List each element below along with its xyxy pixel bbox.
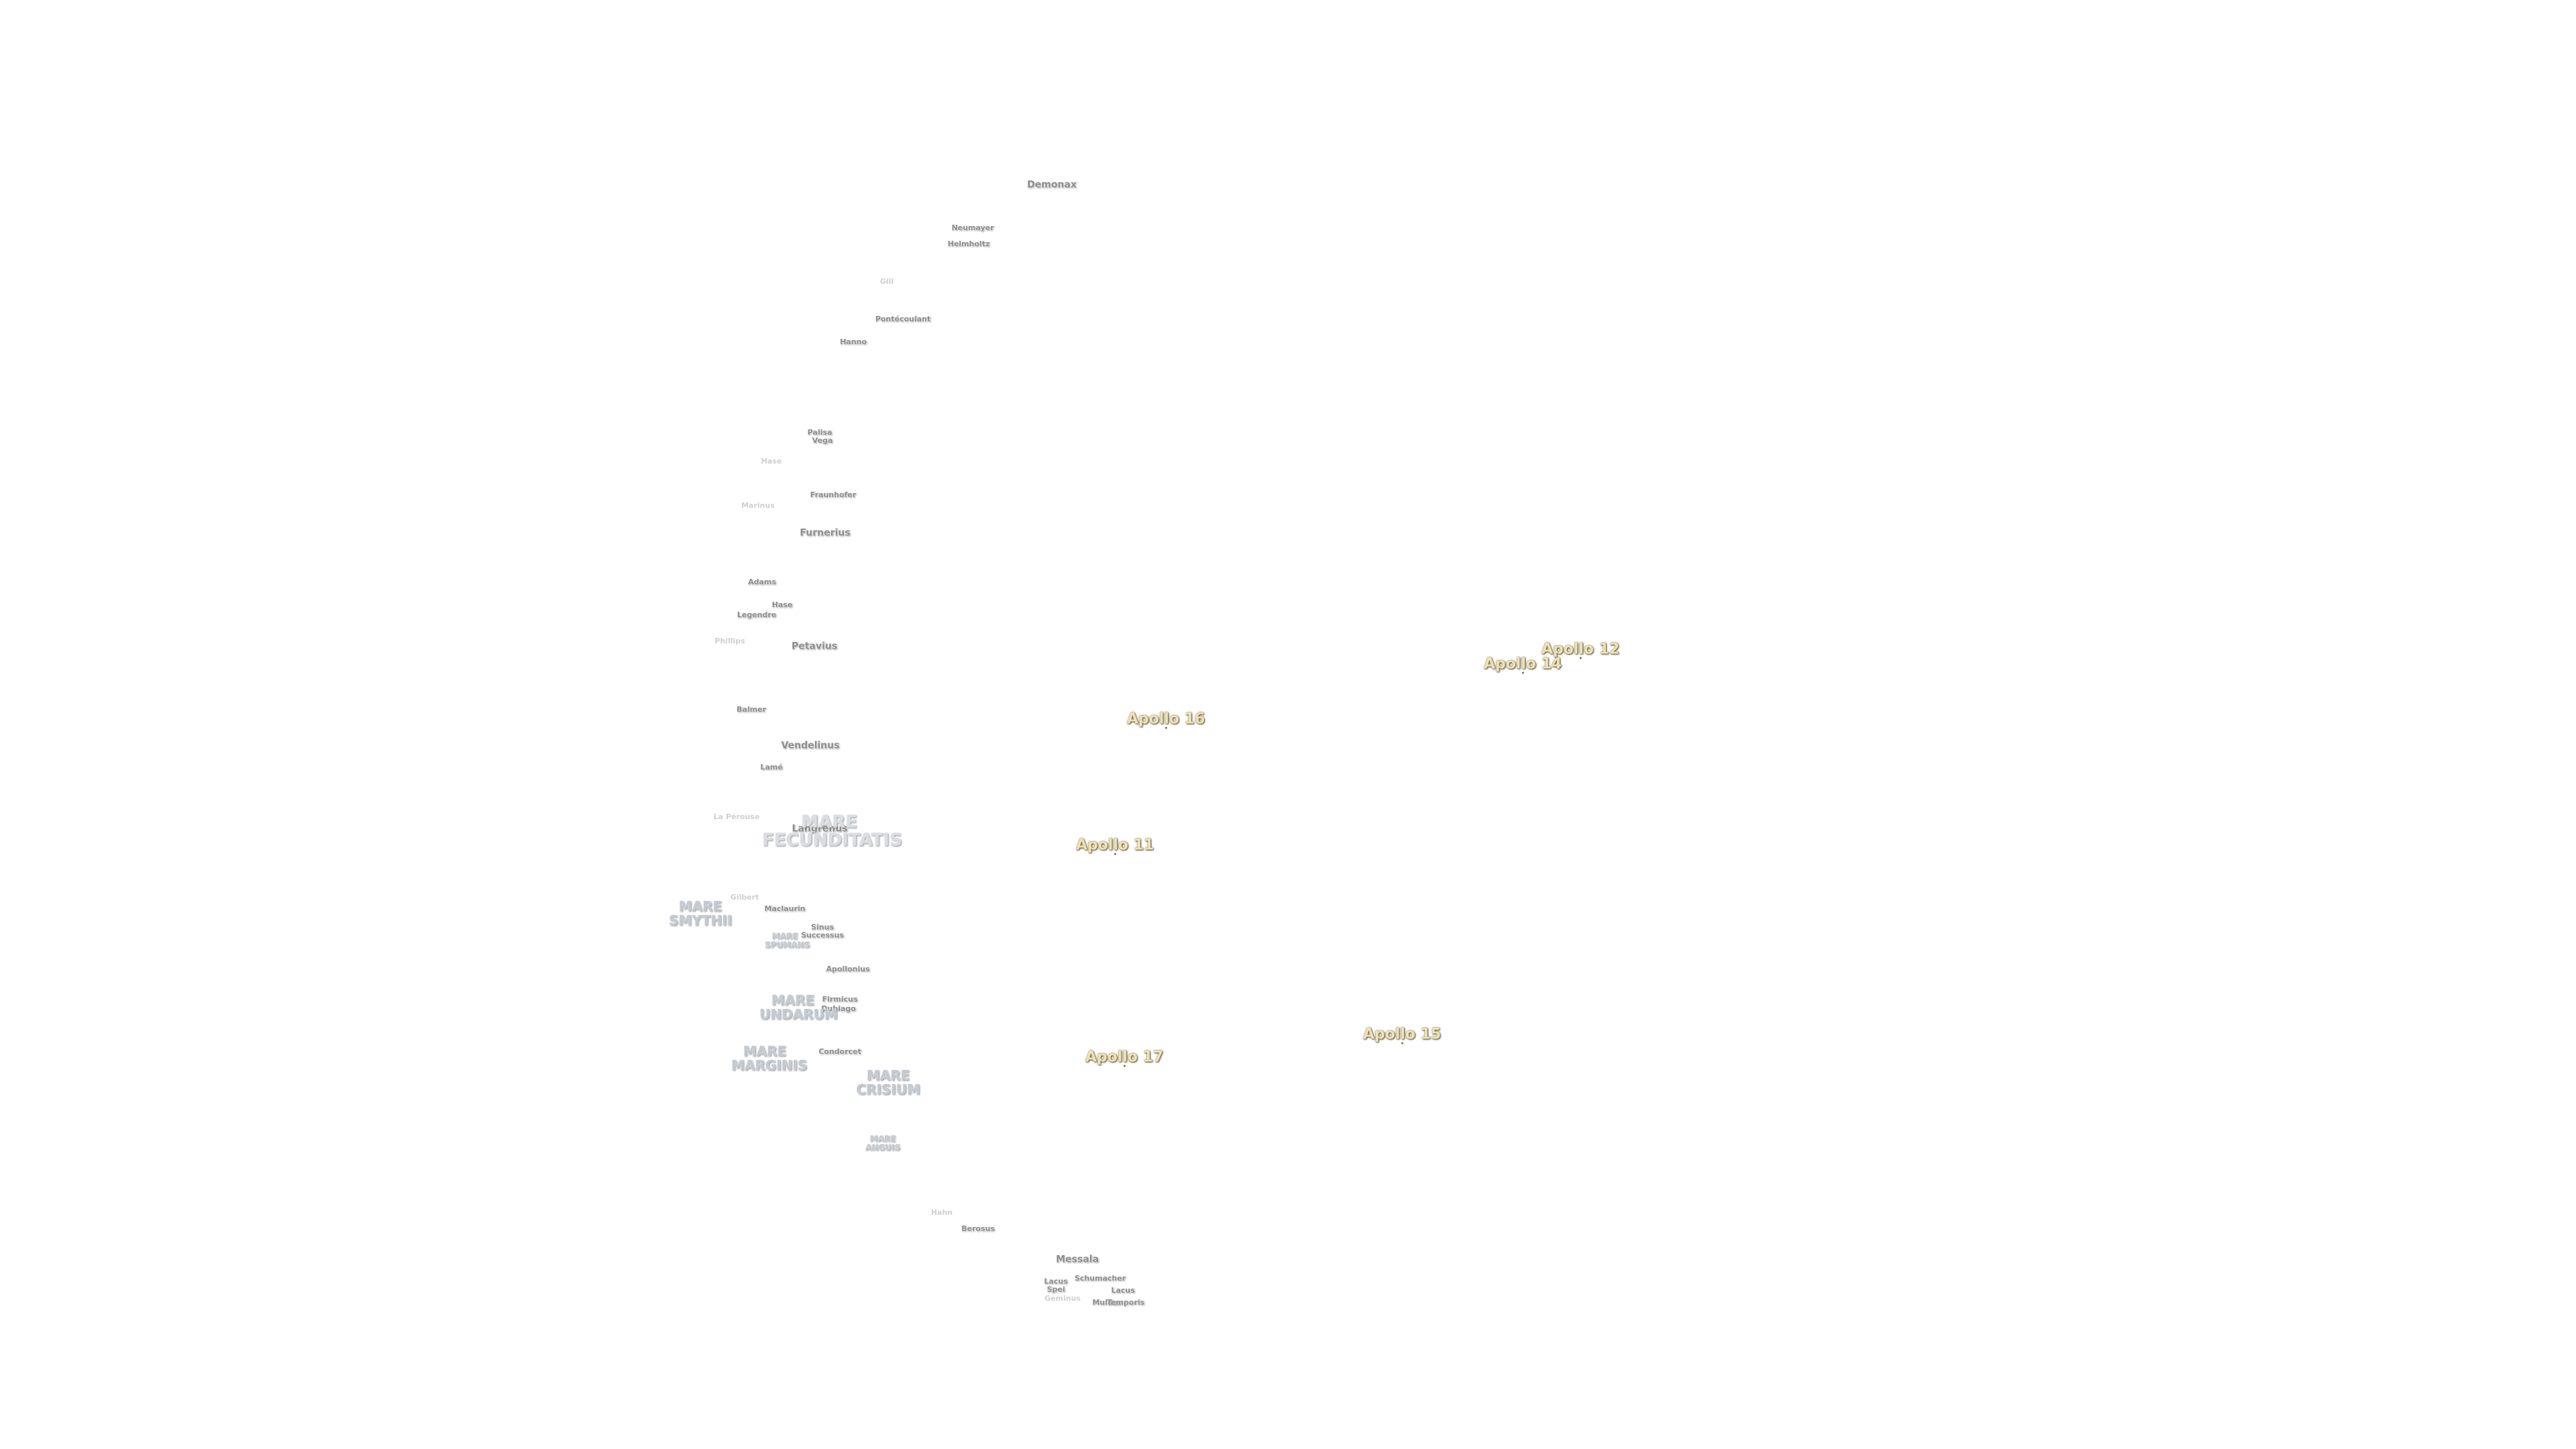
crater-label: Neumayer <box>951 223 994 233</box>
crater-label: Gill <box>879 277 894 286</box>
crater-label: Schumacher <box>1074 1274 1126 1283</box>
crater-label: Firmicus <box>822 995 858 1004</box>
crater-label: Mulder <box>1092 1298 1122 1307</box>
crater-label: Hase <box>761 457 782 466</box>
crater-label: Apollonius <box>826 965 870 974</box>
crater-label: Legendre <box>737 610 777 620</box>
crater-label: Temporis <box>1106 1298 1145 1307</box>
crater-label: Hase <box>771 600 793 610</box>
crater-label: Vendelinus <box>781 740 840 751</box>
crater-label: Fraunhofer <box>810 490 857 500</box>
crater-label: Geminus <box>1044 1294 1081 1303</box>
mare-label: MARE MARGINIS <box>731 1043 808 1073</box>
crater-label: La Pérouse <box>713 812 760 822</box>
crater-label: Lacus <box>1111 1286 1135 1295</box>
crater-label: Dubiago <box>821 1004 856 1014</box>
crater-label: Hahn <box>930 1208 953 1218</box>
crater-label: Lamé <box>760 763 783 772</box>
crater-label: Berosus <box>961 1224 995 1234</box>
crater-label: Marinus <box>741 501 775 511</box>
crater-label: Balmer <box>737 705 766 714</box>
apollo-site-label[interactable]: Apollo 14 <box>1483 655 1562 674</box>
crater-label: Vega <box>812 436 833 445</box>
crater-label: Demonax <box>1027 179 1077 191</box>
crater-label: Furnerius <box>800 527 851 539</box>
mare-label: MARE SPUMANS <box>765 931 810 949</box>
crater-label: Messala <box>1056 1254 1099 1265</box>
crater-label: Palisa <box>807 428 833 437</box>
mare-label: MARE ANGUIS <box>865 1134 901 1152</box>
crater-label: Pontécoulant <box>875 315 931 324</box>
mare-label: MARE CRISIUM <box>856 1067 920 1097</box>
crater-label: Helmholtz <box>947 239 990 249</box>
mare-label: MARE SMYTHII <box>668 898 733 928</box>
crater-label: Petavius <box>791 641 838 652</box>
apollo-site-label[interactable]: Apollo 17 <box>1085 1049 1164 1067</box>
apollo-site-label[interactable]: Apollo 16 <box>1126 710 1205 729</box>
crater-label: Sinus Successus <box>801 922 844 939</box>
crater-label: Lacus Spei <box>1044 1277 1068 1293</box>
apollo-site-label[interactable]: Apollo 15 <box>1362 1026 1442 1044</box>
mare-label: MARE UNDARUM <box>759 992 838 1022</box>
apollo-site-label[interactable]: Apollo 12 <box>1541 641 1620 659</box>
crater-label: Gilbert <box>730 893 759 902</box>
crater-label: Condorcet <box>818 1047 861 1057</box>
apollo-site-label[interactable]: Apollo 11 <box>1075 837 1155 855</box>
crater-label: Langrenus <box>792 823 848 835</box>
mare-label: MARE FECUNDITATIS <box>762 812 902 851</box>
crater-label: Phillips <box>714 637 745 646</box>
crater-label: Hanno <box>840 337 867 347</box>
crater-label: Maclaurin <box>764 904 806 914</box>
crater-label: Adams <box>748 578 776 587</box>
